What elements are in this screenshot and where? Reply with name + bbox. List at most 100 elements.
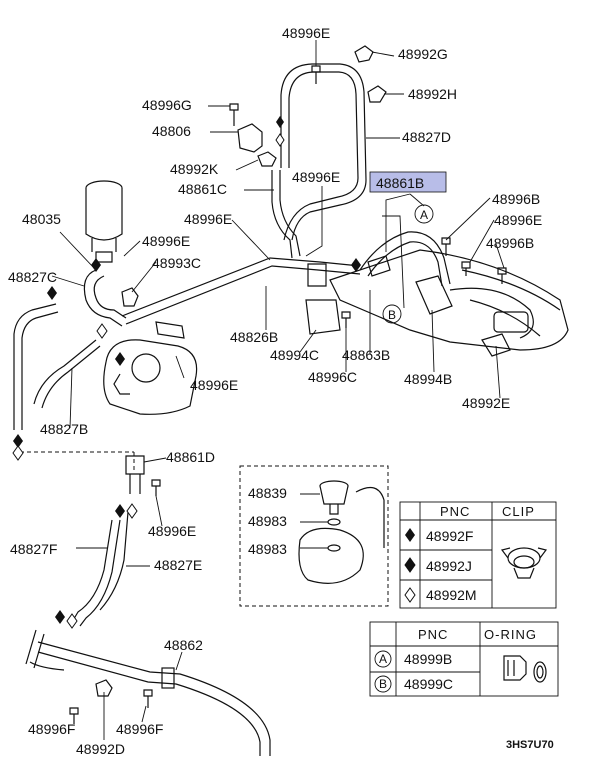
bolt-48996g <box>229 103 239 126</box>
label-48827d[interactable]: 48827D <box>402 129 451 145</box>
label-48992k[interactable]: 48992K <box>170 161 219 177</box>
hose-48827f <box>71 519 113 623</box>
label-48806[interactable]: 48806 <box>152 123 191 139</box>
leader-lines <box>51 40 505 740</box>
oring-row-pnc[interactable]: 48999C <box>404 676 453 692</box>
label-48863b[interactable]: 48863B <box>342 347 390 363</box>
label-48839[interactable]: 48839 <box>248 485 287 501</box>
hose-48861c <box>279 170 301 257</box>
label-48996e-lower[interactable]: 48996E <box>148 523 196 539</box>
label-48996e-center[interactable]: 48996E <box>184 211 232 227</box>
label-48996f-a[interactable]: 48996F <box>28 721 75 737</box>
clip-marker-diamond <box>66 613 78 629</box>
bolt-48996b-a <box>441 237 451 256</box>
hose-48827b-inner <box>21 311 59 430</box>
label-48993c[interactable]: 48993C <box>152 255 201 271</box>
clip-marker-diamond <box>404 557 416 573</box>
clip-table-row[interactable]: 48992J <box>426 558 472 574</box>
clip-table-header-pnc: PNC <box>440 504 470 519</box>
label-48992g[interactable]: 48992G <box>398 46 448 62</box>
bolt-48996e-right <box>461 261 471 276</box>
callout-b-label: B <box>388 308 396 322</box>
label-48996b-b[interactable]: 48996B <box>486 235 534 251</box>
pipe-48826b-b <box>125 265 361 325</box>
label-48861c[interactable]: 48861C <box>178 181 227 197</box>
label-48992h[interactable]: 48992H <box>408 86 457 102</box>
label-48035[interactable]: 48035 <box>22 211 61 227</box>
bracket-48994b <box>415 275 453 315</box>
label-48996c[interactable]: 48996C <box>308 369 357 385</box>
hose-48827e <box>99 511 129 611</box>
hose-48827f-inner <box>79 519 121 627</box>
clip-marker-diamond <box>13 434 23 448</box>
bolt-48996f-b <box>143 689 153 708</box>
label-48827b[interactable]: 48827B <box>40 421 88 437</box>
label-48827e[interactable]: 48827E <box>154 557 202 573</box>
label-48996e-top[interactable]: 48996E <box>282 25 330 41</box>
label-48996e-pump[interactable]: 48996E <box>190 377 238 393</box>
label-48992e[interactable]: 48992E <box>462 395 510 411</box>
label-48994b[interactable]: 48994B <box>404 371 452 387</box>
clip-table-row[interactable]: 48992F <box>426 528 473 544</box>
callout-circle-a <box>414 204 434 224</box>
hose-48827c <box>83 269 123 327</box>
clip-48992d <box>95 679 113 697</box>
label-48827c[interactable]: 48827C <box>8 269 57 285</box>
hose-48827c-inner <box>93 275 127 319</box>
hose-48827b-b <box>33 339 97 405</box>
clip-48992h <box>367 85 387 103</box>
clip-marker-diamond <box>55 610 65 624</box>
hose-48827d <box>280 63 367 241</box>
clip-marker-diamond <box>351 258 361 272</box>
pipe-48826b <box>121 257 361 317</box>
clip-48992g <box>354 45 374 63</box>
clip-marker-diamond <box>126 503 138 519</box>
label-48861d[interactable]: 48861D <box>166 449 215 465</box>
hose-48827b <box>13 303 57 430</box>
steering-gear <box>329 249 569 351</box>
label-48996f-b[interactable]: 48996F <box>116 721 163 737</box>
bolt-48996e-top <box>311 65 321 84</box>
clip-48992k <box>257 151 277 167</box>
oring-row-key: B <box>379 677 387 691</box>
clip-illustration <box>500 547 548 579</box>
callout-circle-b <box>382 304 402 324</box>
label-48827f[interactable]: 48827F <box>10 541 57 557</box>
bracket-48806 <box>237 123 263 153</box>
label-48996e-right[interactable]: 48996E <box>494 212 542 228</box>
label-48861b[interactable]: 48861B <box>376 175 424 191</box>
hose-48827d-inner <box>283 71 359 241</box>
label-48983-a[interactable]: 48983 <box>248 513 287 529</box>
bolt-48996e-lower <box>151 479 161 496</box>
reservoir-48035 <box>85 180 123 263</box>
fitting-48863b <box>367 255 391 277</box>
continuation-dash <box>20 451 135 470</box>
bracket-48993c <box>121 287 139 307</box>
clip-marker-diamond <box>96 323 108 339</box>
oring-row-pnc[interactable]: 48999B <box>404 651 452 667</box>
clip-marker-diamond <box>275 133 285 147</box>
label-48826b[interactable]: 48826B <box>230 329 278 345</box>
oring-table-header-pnc: PNC <box>418 627 448 642</box>
highlight-48861b <box>369 171 447 193</box>
label-48862[interactable]: 48862 <box>164 637 203 653</box>
label-48996e-left[interactable]: 48996E <box>142 233 190 249</box>
bracket-48994c <box>305 299 341 335</box>
clip-markers <box>12 116 361 629</box>
clip-table-row[interactable]: 48992M <box>426 587 477 603</box>
diagram-code: 3HS7U70 <box>506 739 554 751</box>
part-labels: 48996E 48992G 48992H 48996G 48806 48827D… <box>8 25 542 757</box>
label-48992d[interactable]: 48992D <box>76 741 125 757</box>
label-48996g[interactable]: 48996G <box>142 97 192 113</box>
label-48983-b[interactable]: 48983 <box>248 541 287 557</box>
clip-table-header-clip: CLIP <box>502 504 535 519</box>
hose-48861b-inner <box>367 241 443 287</box>
label-48994c[interactable]: 48994C <box>270 347 319 363</box>
label-48996e-mid[interactable]: 48996E <box>292 169 340 185</box>
label-48996b-a[interactable]: 48996B <box>492 191 540 207</box>
clip-marker-diamond <box>404 587 416 603</box>
reservoir-detail <box>298 480 385 584</box>
clamp-center <box>307 263 327 287</box>
